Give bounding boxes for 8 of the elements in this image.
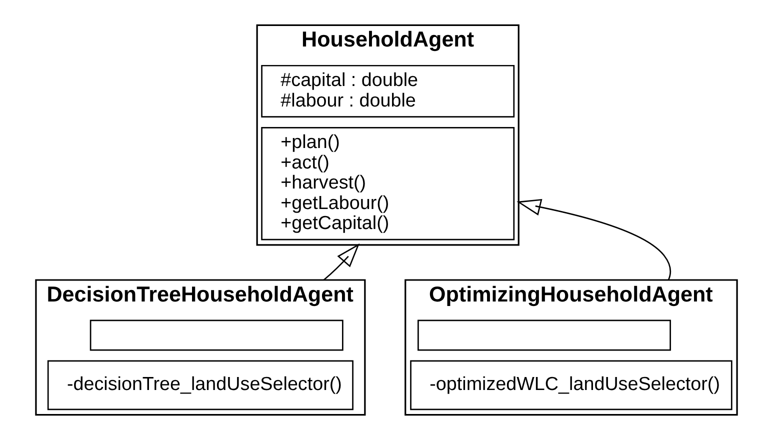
node-box — [89, 319, 343, 350]
arrow — [322, 242, 360, 280]
node-box: +plan() +act() +harvest() +getLabour() +getCapital() — [260, 126, 514, 240]
node-box — [417, 319, 670, 350]
arrow — [516, 198, 671, 280]
node-box: -decisionTree_landUseSelector() — [46, 360, 353, 410]
node-box: #capital : double #labour : double — [260, 64, 514, 118]
node-box: -optimizedWLC_landUseSelector() — [410, 360, 732, 410]
